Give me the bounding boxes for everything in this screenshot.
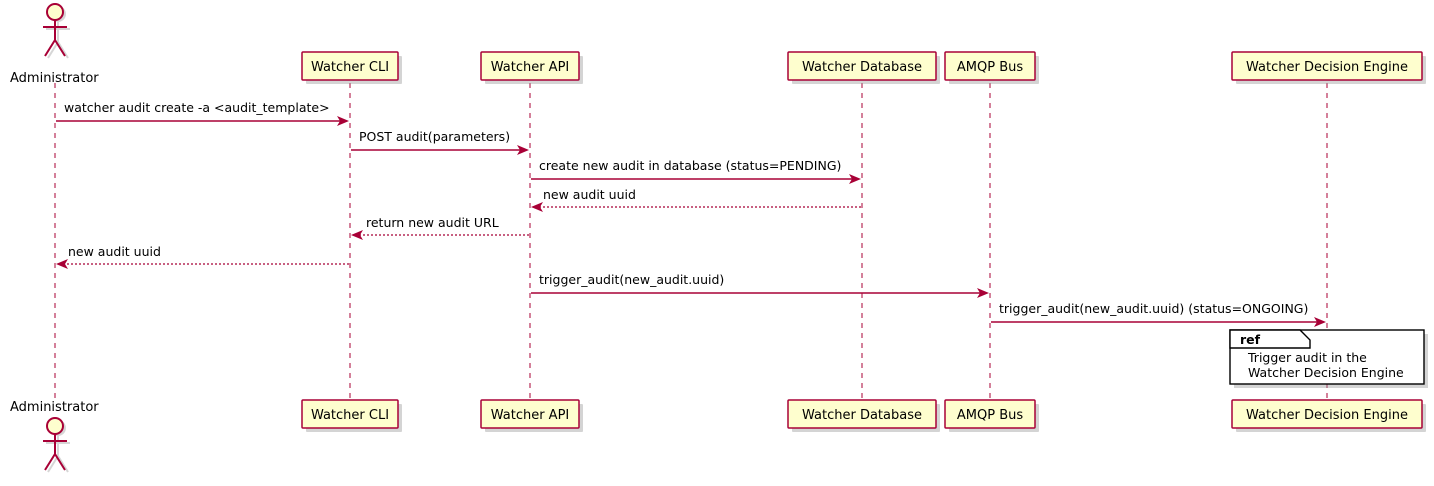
actor-body-shadow [46,22,70,59]
ref-body-line-1: Trigger audit in the [1247,350,1367,365]
box [787,399,937,429]
arrowhead-right-icon [337,116,349,126]
participant-label-watcher-cli-top: Watcher CLI [311,60,389,75]
box [480,51,580,81]
participant-boxes-top: Watcher CLI Watcher API Watcher Database… [301,51,1426,84]
box [1231,51,1423,81]
actor-administrator-top[interactable]: Administrator [10,3,99,86]
box [1231,399,1423,429]
message-return-new-audit-url[interactable]: return new audit URL [351,215,529,240]
arrowhead-left-icon [56,259,68,269]
box [480,399,580,429]
participant-amqp-bus-bottom[interactable]: AMQP Bus [944,399,1039,432]
participant-label-watcher-api-top: Watcher API [491,60,570,75]
participant-label-amqp-bus-bottom: AMQP Bus [957,408,1023,423]
participant-label-watcher-decision-engine-bottom: Watcher Decision Engine [1246,408,1408,423]
box [787,51,937,81]
actor-label-administrator-bottom: Administrator [10,400,99,415]
participant-label-watcher-database-bottom: Watcher Database [802,408,922,423]
participant-label-watcher-database-top: Watcher Database [802,60,922,75]
arrowhead-right-icon [517,145,529,155]
participant-label-watcher-decision-engine-top: Watcher Decision Engine [1246,60,1408,75]
participant-watcher-database-top[interactable]: Watcher Database [787,51,940,84]
message-label: POST audit(parameters) [359,129,510,144]
participant-watcher-decision-engine-top[interactable]: Watcher Decision Engine [1231,51,1426,84]
actor-body-shadow-bottom [46,436,70,473]
box [301,399,399,429]
participant-watcher-cli-top[interactable]: Watcher CLI [301,51,402,84]
message-trigger-audit-ongoing[interactable]: trigger_audit(new_audit.uuid) (status=ON… [991,301,1326,327]
arrowhead-left-icon [531,202,543,212]
participant-watcher-api-top[interactable]: Watcher API [480,51,583,84]
message-label: create new audit in database (status=PEN… [539,158,841,173]
participant-watcher-database-bottom[interactable]: Watcher Database [787,399,940,432]
box [944,399,1036,429]
message-label: new audit uuid [68,244,161,259]
message-label: watcher audit create -a <audit_template> [64,100,330,115]
box [301,51,399,81]
participant-watcher-cli-bottom[interactable]: Watcher CLI [301,399,402,432]
arrowhead-left-icon [351,230,363,240]
arrowhead-right-icon [849,174,861,184]
message-label: new audit uuid [543,187,636,202]
participant-label-watcher-cli-bottom: Watcher CLI [311,408,389,423]
lifelines [54,83,1328,398]
message-label: return new audit URL [366,215,499,230]
box [944,51,1036,81]
message-trigger-audit[interactable]: trigger_audit(new_audit.uuid) [531,272,989,298]
message-label: trigger_audit(new_audit.uuid) (status=ON… [999,301,1308,316]
message-post-audit[interactable]: POST audit(parameters) [351,129,529,155]
participant-amqp-bus-top[interactable]: AMQP Bus [944,51,1039,84]
actor-head-icon [46,3,64,21]
participant-watcher-api-bottom[interactable]: Watcher API [480,399,583,432]
message-new-audit-uuid-db[interactable]: new audit uuid [531,187,861,212]
ref-tab-label: ref [1240,332,1261,347]
actor-body-icon-bottom [43,434,67,471]
participant-boxes-bottom: Watcher CLI Watcher API Watcher Database… [301,399,1426,432]
message-watcher-audit-create[interactable]: watcher audit create -a <audit_template> [56,100,349,126]
actor-label-administrator-top: Administrator [10,71,99,86]
message-label: trigger_audit(new_audit.uuid) [539,272,724,287]
actor-head-icon-bottom [46,417,64,435]
participant-watcher-decision-engine-bottom[interactable]: Watcher Decision Engine [1231,399,1426,432]
arrowhead-right-icon [977,288,989,298]
arrowhead-right-icon [1314,317,1326,327]
message-new-audit-uuid-cli[interactable]: new audit uuid [56,244,349,269]
participant-label-watcher-api-bottom: Watcher API [491,408,570,423]
actor-administrator-bottom[interactable]: Administrator [10,400,99,473]
message-create-new-audit[interactable]: create new audit in database (status=PEN… [531,158,861,184]
actor-body-icon [43,20,67,57]
ref-body-line-2: Watcher Decision Engine [1248,365,1404,380]
participant-label-amqp-bus-top: AMQP Bus [957,60,1023,75]
ref-fragment-trigger-audit[interactable]: ref Trigger audit in the Watcher Decisio… [1229,329,1428,388]
ref-tab [1229,329,1311,349]
